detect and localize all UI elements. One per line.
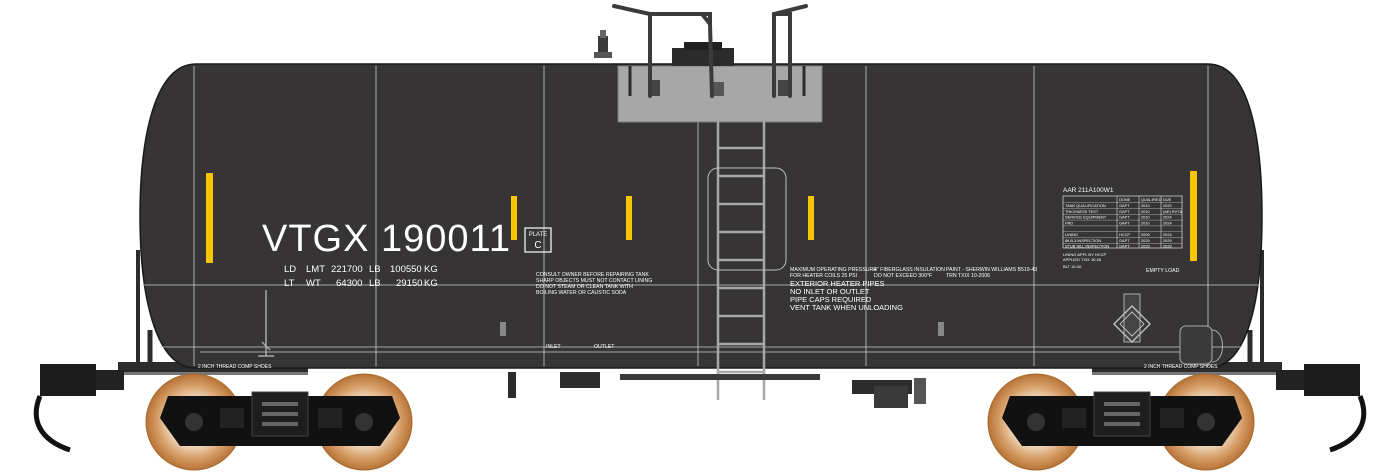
spec-table-cell: 2010 — [1141, 203, 1150, 208]
svg-text:SHARP OBJECTS MUST NOT CONTACT: SHARP OBJECTS MUST NOT CONTACT LINING — [536, 278, 652, 284]
svg-text:PAINT - SHERWIN WILLIAMS B519: PAINT - SHERWIN WILLIAMS B519-43 — [946, 267, 1037, 273]
reflector-stripes — [206, 171, 1197, 263]
spec-table-cell: GAPT — [1119, 244, 1130, 249]
svg-text:LB: LB — [369, 264, 381, 275]
svg-text:KG: KG — [424, 264, 438, 275]
svg-text:DO NOT STEAM OR CLEAN TANK WIT: DO NOT STEAM OR CLEAN TANK WITH — [536, 284, 633, 290]
placard-holder — [1112, 293, 1152, 344]
spec-table-cell: PRD — [1065, 220, 1073, 225]
spec-table-cell: GAPT — [1119, 220, 1130, 225]
spec-table-cell: GAPT — [1119, 203, 1130, 208]
spec-table-cell: 2010 — [1141, 215, 1150, 220]
ladder — [716, 96, 766, 400]
spec-table-cell: DONE — [1119, 197, 1131, 202]
safety-valve — [594, 30, 612, 58]
svg-text:64300: 64300 — [336, 278, 362, 289]
spec-table-cell: 2029 — [1163, 244, 1172, 249]
svg-text:EXTERIOR HEATER PIPES: EXTERIOR HEATER PIPES — [790, 279, 884, 288]
left-bracket — [258, 290, 274, 357]
reporting-mark: VTGX 190011 — [262, 218, 511, 260]
heater-pipes-stencil: EXTERIOR HEATER PIPES NO INLET OR OUTLET… — [790, 279, 903, 312]
svg-text:APPLIED TXIX 10-06: APPLIED TXIX 10-06 — [1063, 257, 1102, 262]
manway-frame — [707, 167, 787, 271]
consult-owner-stencil: CONSULT OWNER BEFORE REPAIRING TANK SHAR… — [536, 272, 652, 296]
spec-table-cell: GAPT — [1119, 215, 1130, 220]
spec-table-cell: (AE) RVT& — [1163, 209, 1183, 214]
inlet-label: INLET — [546, 344, 562, 350]
spec-table-cell: THICKNESS TEST — [1065, 209, 1099, 214]
spec-table-cell: 2010 — [1141, 209, 1150, 214]
thread-label-right: 2 INCH THREAD COMP SHOES — [1144, 364, 1218, 370]
svg-text:PLATE: PLATE — [529, 232, 548, 238]
svg-text:LD: LD — [284, 264, 296, 275]
svg-text:100550: 100550 — [390, 264, 422, 275]
truck-right — [987, 373, 1255, 471]
tank-body — [139, 63, 1263, 369]
spec-table-cell: 2024 — [1163, 232, 1172, 237]
svg-text:VENT TANK WHEN UNLOADING: VENT TANK WHEN UNLOADING — [790, 303, 903, 312]
spec-table-cell: 2029 — [1141, 238, 1150, 243]
plate-badge: PLATE C — [524, 227, 552, 253]
svg-text:CONSULT OWNER BEFORE REPAIRING: CONSULT OWNER BEFORE REPAIRING TANK — [536, 272, 649, 278]
svg-text:WT: WT — [306, 278, 321, 289]
svg-text:29150: 29150 — [396, 278, 422, 289]
spec-table-cell: 2024 — [1163, 215, 1172, 220]
svg-text:AAR 211A100W1: AAR 211A100W1 — [1063, 187, 1114, 194]
svg-text:LB: LB — [369, 278, 381, 289]
spec-table-cell: DUE — [1163, 197, 1172, 202]
heater-drum — [1179, 325, 1223, 365]
svg-text:BOILING WATER OR CAUSTIC SODA: BOILING WATER OR CAUSTIC SODA — [536, 290, 627, 296]
spec-table-cell: STUB SILL INSPECTION — [1065, 244, 1109, 249]
spec-table-cell: 88.B.3 INSPECTION — [1065, 238, 1101, 243]
paint-stencil: PAINT - SHERWIN WILLIAMS B519-43 TRN TXI… — [946, 267, 1037, 279]
handrails — [612, 4, 808, 98]
spec-table-cell: LINING — [1065, 232, 1078, 237]
coupler-right — [1276, 364, 1367, 453]
svg-text:C: C — [534, 240, 541, 251]
svg-text:TRN TXIX 10-2006: TRN TXIX 10-2006 — [946, 273, 990, 279]
spec-table-cell: HCCP — [1119, 232, 1130, 237]
spec-table-cell: GAPT — [1119, 238, 1130, 243]
spec-table-cell: 2009 — [1141, 232, 1150, 237]
lining-note: LINING APPL BY HCCP APPLIED TXIX 10-06 B… — [1063, 252, 1106, 269]
empty-load-label: EMPTY LOAD — [1146, 268, 1180, 274]
spec-table-cell: 2024 — [1163, 220, 1172, 225]
svg-text:221700: 221700 — [331, 264, 363, 275]
svg-text:MAXIMUM OPERATING PRESSURE: MAXIMUM OPERATING PRESSURE — [790, 267, 877, 273]
spec-table-cell: QUALIFIED — [1141, 197, 1162, 202]
capacity-stencil: LD LMT 221700 LB 100550 KG LT WT 64300 L… — [284, 264, 438, 289]
insulation-stencil: 4" FIBERGLASS INSULATION DO NOT EXCEED 3… — [874, 267, 945, 279]
spec-table-cell: 2020 — [1163, 203, 1172, 208]
svg-text:NO INLET OR OUTLET: NO INLET OR OUTLET — [790, 287, 870, 296]
coupler-left — [33, 364, 124, 453]
spec-table-cell: GAPT — [1119, 209, 1130, 214]
svg-text:LMT: LMT — [306, 264, 325, 275]
svg-text:LT: LT — [284, 278, 295, 289]
spec-table-cell: SERVICE EQUIPMENT — [1065, 215, 1107, 220]
svg-text:KG: KG — [424, 278, 438, 289]
outlet-label: OUTLET — [594, 344, 615, 350]
pressure-stencil: MAXIMUM OPERATING PRESSURE FOR HEATER CO… — [790, 267, 877, 279]
svg-text:LINING APPL BY HCCP: LINING APPL BY HCCP — [1063, 252, 1106, 257]
svg-text:4" FIBERGLASS INSULATION: 4" FIBERGLASS INSULATION — [874, 267, 945, 273]
spec-table-cell: TANK QUALIFICATION — [1065, 203, 1106, 208]
svg-text:BLT 10-06: BLT 10-06 — [1063, 264, 1082, 269]
spec-table-cell: 2029 — [1163, 238, 1172, 243]
spec-table-cell: 2010 — [1141, 220, 1150, 225]
svg-text:DO NOT EXCEED 300°F: DO NOT EXCEED 300°F — [874, 273, 932, 279]
svg-text:PIPE CAPS REQUIRED: PIPE CAPS REQUIRED — [790, 295, 872, 304]
thread-label-left: 2 INCH THREAD COMP SHOES — [198, 364, 272, 370]
spec-table-cell: 2029 — [1141, 244, 1150, 249]
underframe-details — [500, 322, 944, 408]
svg-text:FOR HEATER COILS 25 PSI: FOR HEATER COILS 25 PSI — [790, 273, 857, 279]
truck-left — [145, 373, 413, 471]
